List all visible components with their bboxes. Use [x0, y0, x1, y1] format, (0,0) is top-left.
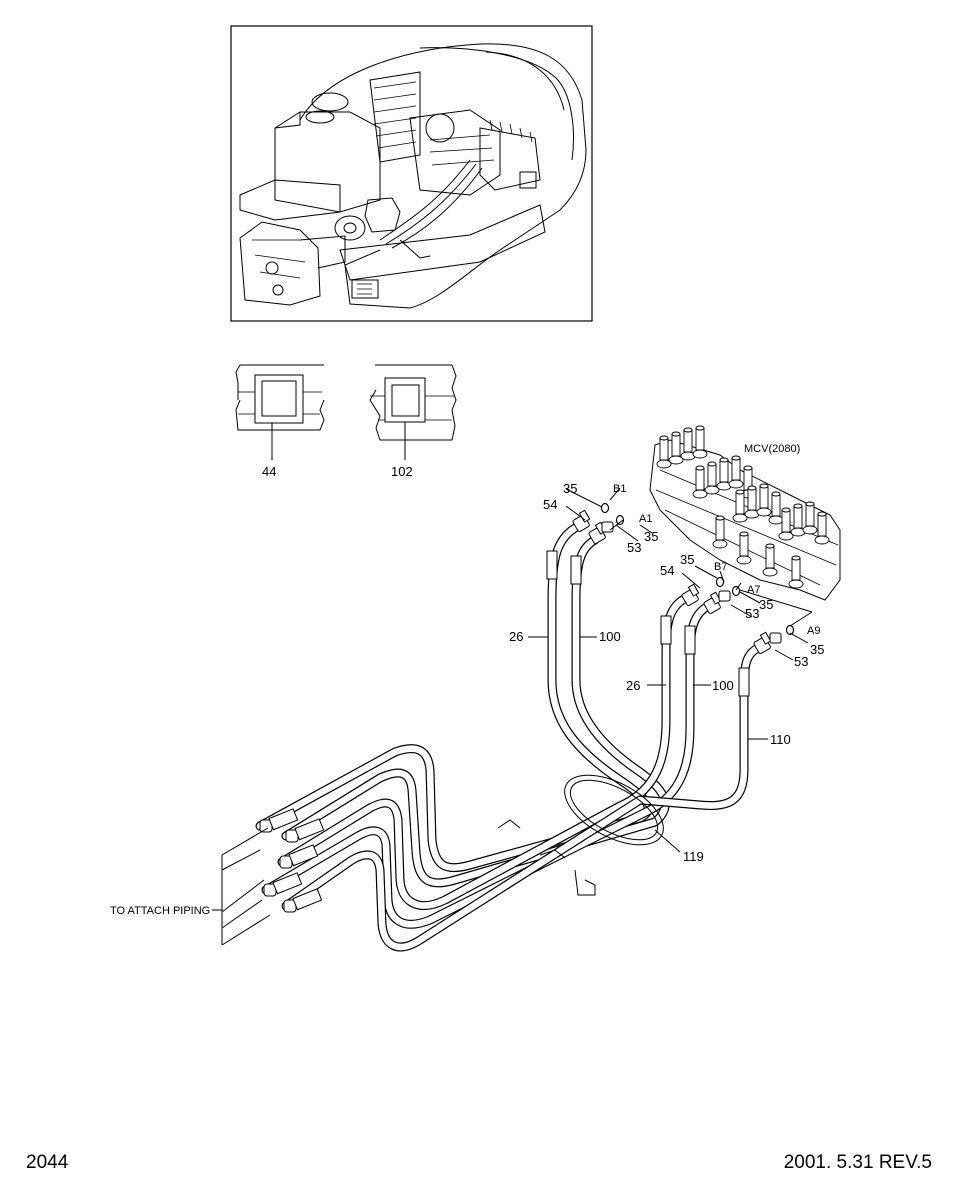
label-35-a1: 35: [644, 529, 658, 544]
port-b1: B1: [613, 483, 626, 495]
port-a9: A9: [807, 625, 820, 637]
valve-spool: [704, 461, 720, 495]
valve-spool: [762, 543, 778, 577]
adapter-fitting: [769, 632, 782, 644]
valve-spool: [814, 511, 830, 545]
valve-spool: [692, 465, 708, 499]
label-119: 119: [683, 849, 704, 864]
valve-spool: [790, 503, 806, 537]
valve-spool: [768, 491, 784, 525]
label-110: 110: [770, 732, 791, 747]
label-26-left: 26: [509, 629, 523, 644]
label-mcv: MCV(2080): [744, 443, 800, 455]
revision-date: 2001. 5.31 REV.5: [783, 1152, 932, 1173]
detail-view-44: [235, 364, 325, 460]
hose-end-fitting: [263, 872, 303, 897]
label-100-left: 100: [599, 629, 621, 644]
adapter-fitting: [601, 521, 614, 533]
valve-spool: [668, 431, 684, 465]
valve-spool: [756, 483, 772, 517]
valve-spool: [680, 427, 696, 461]
valve-spool: [656, 435, 672, 469]
pipe-bundle: [255, 523, 763, 952]
label-53-low: 53: [794, 654, 808, 669]
hose-crimp: [738, 667, 750, 697]
label-54-mid: 54: [660, 563, 674, 578]
valve-spool: [716, 457, 732, 491]
page-number: 2044: [26, 1152, 69, 1173]
port-a1: A1: [639, 513, 652, 525]
label-35-mid: 35: [680, 552, 694, 567]
leader-lines: [212, 487, 813, 946]
hex-nut-fitting: [572, 509, 591, 532]
label-35-a7: 35: [759, 597, 773, 612]
o-ring: [600, 502, 610, 514]
hex-nut-fitting: [753, 631, 772, 654]
adapter-fitting: [718, 590, 731, 602]
hose-crimp: [684, 625, 696, 655]
label-44: 44: [262, 464, 276, 479]
fittings: [259, 502, 795, 913]
valve-spool: [778, 507, 794, 541]
valve-spool: [744, 485, 760, 519]
hose-end-fitting: [279, 844, 319, 869]
hydraulic-hose: [281, 535, 670, 888]
hose-crimp: [546, 550, 558, 580]
valve-spool: [712, 515, 728, 549]
callout-attach-piping: TO ATTACH PIPING: [110, 905, 210, 917]
detail-view-102: [369, 364, 457, 460]
label-102: 102: [391, 464, 413, 479]
hose-end-fitting: [259, 808, 299, 833]
port-a7: A7: [747, 584, 760, 596]
hose-crimp: [660, 615, 672, 645]
hose-end-fitting: [285, 818, 325, 843]
valve-spool: [802, 501, 818, 535]
label-53-top: 53: [627, 540, 641, 555]
o-ring: [731, 585, 741, 597]
valve-spool: [692, 425, 708, 459]
hose-crimp: [570, 555, 582, 585]
label-35-top: 35: [563, 481, 577, 496]
hose-end-fitting: [283, 888, 323, 913]
overview-inset: [230, 25, 593, 322]
valve-spool: [788, 555, 804, 589]
valve-spool: [732, 489, 748, 523]
label-26-right: 26: [626, 678, 640, 693]
hex-nut-fitting: [681, 583, 700, 606]
valve-spool: [728, 455, 744, 489]
hex-nut-fitting: [703, 591, 722, 614]
o-ring: [615, 514, 625, 526]
label-100-right: 100: [712, 678, 734, 693]
label-54-top: 54: [543, 497, 557, 512]
label-35-low: 35: [810, 642, 824, 657]
valve-spools: [656, 425, 830, 589]
valve-spool: [736, 531, 752, 565]
label-53-mid: 53: [745, 606, 759, 621]
port-b7: B7: [714, 561, 727, 573]
